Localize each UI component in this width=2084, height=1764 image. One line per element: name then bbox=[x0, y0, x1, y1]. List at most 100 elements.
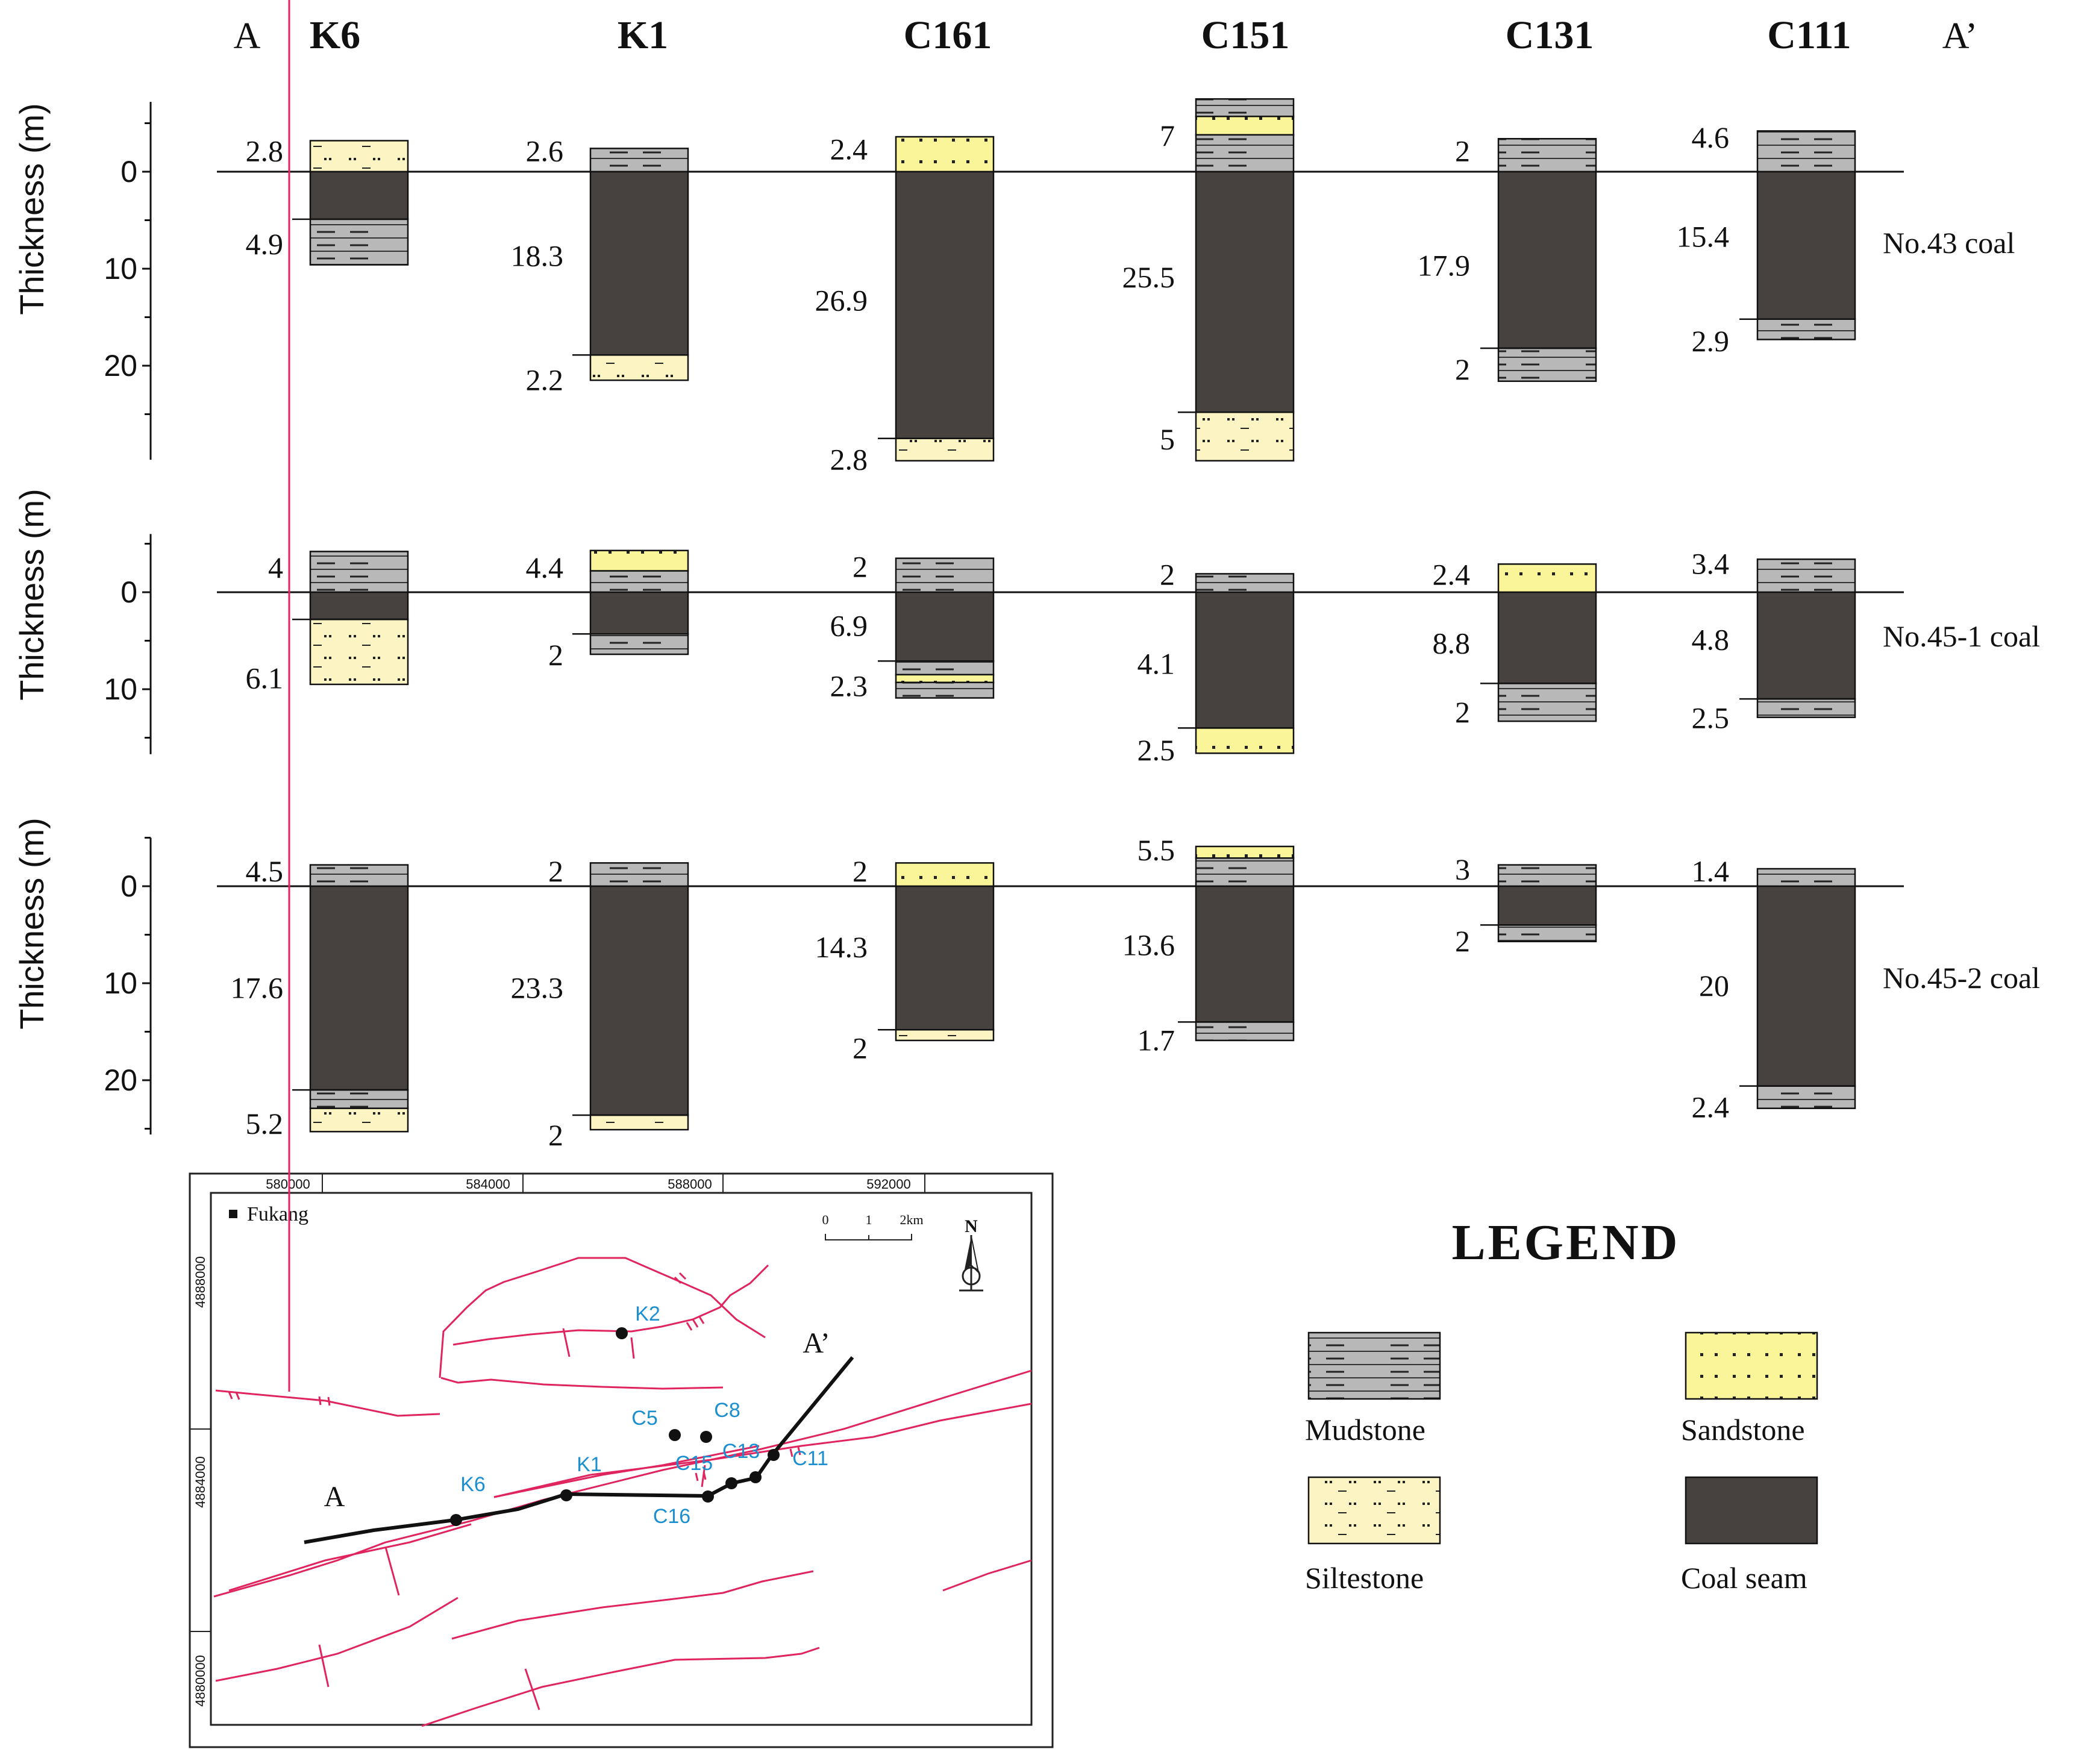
layer-sandstone bbox=[895, 674, 995, 683]
layer-mudstone bbox=[1756, 698, 1856, 718]
map-well-c8-label: C8 bbox=[714, 1399, 740, 1422]
thickness-label: 2.2 bbox=[526, 363, 564, 397]
layer-coal bbox=[1497, 170, 1597, 349]
legend-label-siltstone: Siltestone bbox=[1305, 1561, 1424, 1595]
layer-siltstone bbox=[309, 618, 409, 686]
layer-coal bbox=[589, 591, 689, 635]
layer-mudstone bbox=[1756, 1085, 1856, 1109]
y-axis-label: Thickness (m) bbox=[13, 489, 51, 701]
thickness-label: 6.1 bbox=[246, 661, 284, 695]
thickness-label: 17.9 bbox=[1418, 249, 1471, 283]
thickness-label: 20 bbox=[1699, 969, 1729, 1002]
map-x-tick-588000: 588000 bbox=[668, 1177, 712, 1192]
map-well-c5-dot bbox=[669, 1429, 681, 1441]
y-axis-label: Thickness (m) bbox=[13, 103, 51, 315]
layer-sandstone bbox=[1497, 563, 1597, 593]
legend-title: LEGEND bbox=[1452, 1215, 1680, 1271]
thickness-label: 1.7 bbox=[1137, 1023, 1175, 1057]
thickness-label: 15.4 bbox=[1677, 219, 1730, 253]
thickness-label: 2.5 bbox=[1137, 733, 1175, 767]
layer-coal bbox=[309, 170, 409, 220]
scale-label-0: 0 bbox=[822, 1212, 829, 1227]
map-well-c16-dot bbox=[702, 1490, 714, 1503]
layer-mudstone bbox=[1195, 1021, 1295, 1042]
layer-sandstone bbox=[1195, 115, 1295, 136]
layer-coal bbox=[895, 885, 995, 1031]
coal-seam-label: No.45-2 coal bbox=[1883, 961, 2040, 995]
layer-mudstone bbox=[589, 633, 689, 655]
map-well-c13-label: C13 bbox=[722, 1440, 760, 1463]
map-well-k1-label: K1 bbox=[577, 1453, 602, 1476]
scale-label-2km: 2km bbox=[900, 1212, 923, 1227]
layer-coal bbox=[1195, 591, 1295, 729]
column-k1: 4.42 bbox=[526, 549, 689, 672]
legend-label-coal: Coal seam bbox=[1681, 1561, 1807, 1595]
layer-coal bbox=[589, 170, 689, 356]
coal-seam-label: No.45-1 coal bbox=[1883, 619, 2040, 653]
layer-coal bbox=[1195, 170, 1295, 413]
profile-end-label: A’ bbox=[1942, 16, 1978, 57]
thickness-label: 2 bbox=[1455, 352, 1470, 386]
legend-swatch-coal bbox=[1685, 1476, 1818, 1545]
column-k1: 223.32 bbox=[511, 854, 689, 1152]
layer-mudstone bbox=[1195, 98, 1295, 117]
thickness-label: 2 bbox=[548, 854, 563, 888]
well-title-c161: C161 bbox=[904, 13, 992, 57]
map-well-k2-dot bbox=[616, 1327, 628, 1339]
thickness-label: 3.4 bbox=[1692, 547, 1730, 581]
thickness-label: 2 bbox=[548, 1118, 563, 1152]
layer-coal bbox=[895, 591, 995, 662]
thickness-label: 4 bbox=[268, 551, 283, 584]
column-k6: 46.1 bbox=[246, 551, 409, 695]
legend-swatch-mudstone bbox=[1307, 1331, 1441, 1400]
layer-siltstone bbox=[1195, 411, 1295, 462]
map-x-tick-592000: 592000 bbox=[866, 1177, 910, 1192]
thickness-label: 17.6 bbox=[231, 971, 284, 1004]
thickness-label: 2.4 bbox=[1692, 1090, 1730, 1124]
layer-mudstone bbox=[309, 551, 409, 593]
column-k1: 2.618.32.2 bbox=[511, 134, 689, 397]
layer-mudstone bbox=[1497, 138, 1597, 173]
thickness-label: 3 bbox=[1455, 852, 1470, 886]
layer-coal bbox=[1195, 885, 1295, 1023]
well-title-c111: C111 bbox=[1767, 13, 1851, 57]
map-x-ticks: 580000 584000 588000 592000 bbox=[266, 1174, 925, 1193]
location-map: 580000 584000 588000 592000 4888000 4884… bbox=[189, 0, 1054, 1748]
thickness-label: 2.8 bbox=[246, 134, 284, 168]
layer-sandstone bbox=[1195, 845, 1295, 859]
layer-coal bbox=[309, 885, 409, 1091]
thickness-label: 14.3 bbox=[815, 930, 868, 964]
layer-coal bbox=[589, 885, 689, 1116]
thickness-label: 5.5 bbox=[1137, 833, 1175, 867]
thickness-label: 2.4 bbox=[830, 132, 868, 166]
column-k6: 2.8 4.9 bbox=[246, 134, 409, 266]
thickness-label: 2 bbox=[1455, 695, 1470, 729]
legend-item-sandstone: Sandstone bbox=[1681, 1331, 1818, 1447]
map-well-c5-label: C5 bbox=[631, 1407, 657, 1430]
layer-mudstone bbox=[1497, 864, 1597, 887]
layer-mudstone bbox=[589, 148, 689, 173]
map-well-k6-dot bbox=[450, 1514, 462, 1526]
legend-label-sandstone: Sandstone bbox=[1681, 1413, 1805, 1447]
layer-sandstone bbox=[895, 136, 995, 173]
thickness-label: 4.4 bbox=[526, 551, 564, 584]
thickness-label: 4.9 bbox=[246, 227, 284, 261]
scale-label-1: 1 bbox=[866, 1212, 872, 1227]
column-c111: 3.44.82.5 bbox=[1692, 547, 1856, 735]
map-section-end-label: A’ bbox=[803, 1327, 830, 1359]
thickness-label: 4.6 bbox=[1692, 120, 1730, 154]
legend-item-mudstone: Mudstone bbox=[1305, 1331, 1441, 1447]
well-title-k6: K6 bbox=[310, 13, 360, 57]
map-well-c15-label: C15 bbox=[675, 1452, 713, 1475]
thickness-label: 2 bbox=[853, 854, 868, 888]
legend-item-coal: Coal seam bbox=[1681, 1476, 1818, 1595]
layer-mudstone bbox=[589, 862, 689, 887]
column-c131: 2.48.82 bbox=[1433, 557, 1597, 729]
layer-mudstone bbox=[1195, 134, 1295, 173]
thickness-label: 2 bbox=[853, 1031, 868, 1065]
column-c161: 26.92.3 bbox=[830, 550, 995, 703]
